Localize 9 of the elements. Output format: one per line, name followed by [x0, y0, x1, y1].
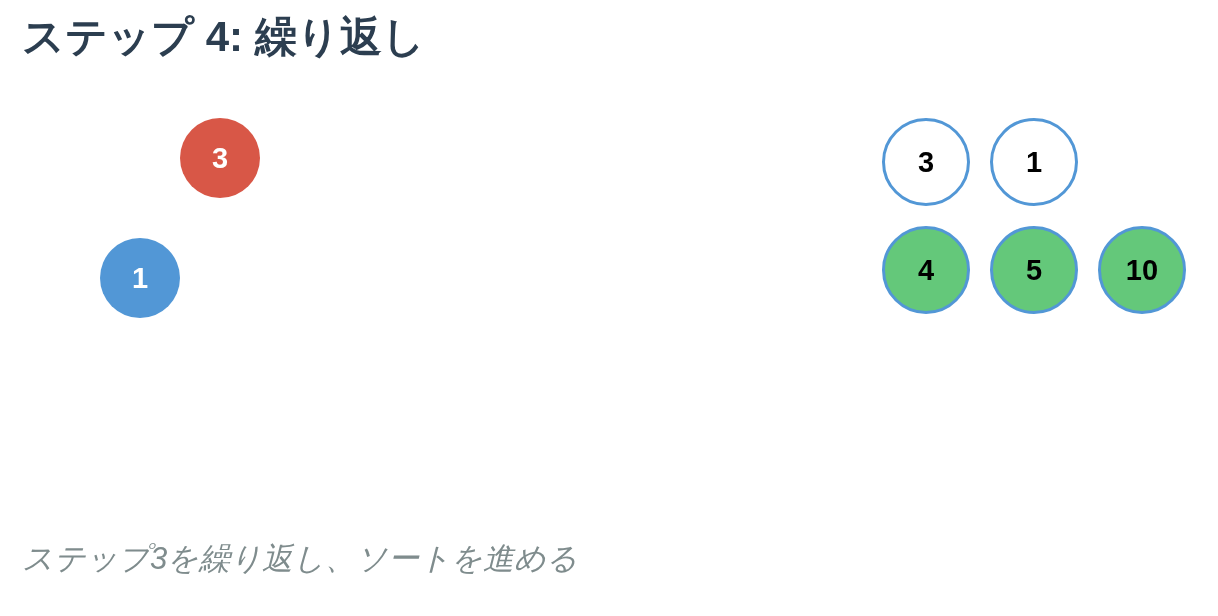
number-circle: 3 — [180, 118, 260, 198]
number-circle: 4 — [882, 226, 970, 314]
caption: ステップ3を繰り返し、ソートを進める — [22, 540, 579, 578]
number-circle: 5 — [990, 226, 1078, 314]
number-circle: 3 — [882, 118, 970, 206]
number-circle: 10 — [1098, 226, 1186, 314]
title: ステップ 4: 繰り返し — [22, 12, 425, 62]
number-circle: 1 — [100, 238, 180, 318]
number-circle: 1 — [990, 118, 1078, 206]
